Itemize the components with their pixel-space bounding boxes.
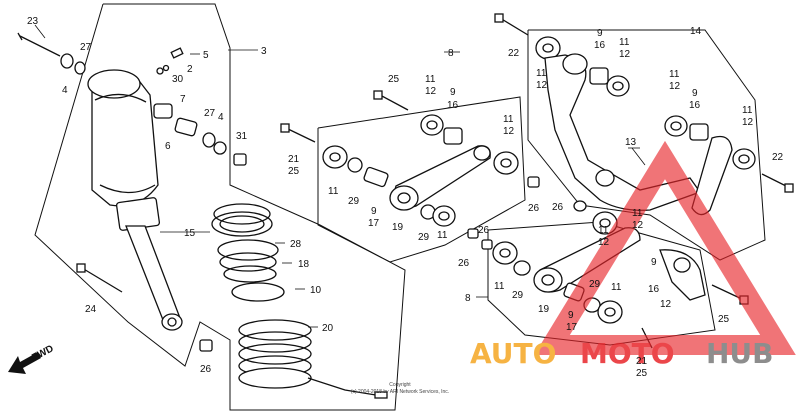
callout-11-i: 11 bbox=[632, 208, 643, 219]
callout-15: 15 bbox=[184, 228, 196, 239]
callout-11: 11 bbox=[425, 74, 436, 85]
watermark-logo: AUTO MOTO HUB bbox=[470, 140, 796, 370]
callout-16-c: 16 bbox=[689, 100, 701, 111]
callout-3: 3 bbox=[261, 46, 267, 57]
callout-labels: 23 27 4 5 2 30 3 7 27 4 6 31 15 28 18 10… bbox=[27, 16, 784, 379]
callout-4: 4 bbox=[62, 85, 68, 96]
callout-5: 5 bbox=[203, 50, 209, 61]
callout-16-b: 16 bbox=[594, 40, 606, 51]
callout-4-b: 4 bbox=[218, 112, 224, 123]
callout-12-g: 12 bbox=[632, 220, 644, 231]
callout-19: 19 bbox=[392, 222, 404, 233]
callout-26-e: 26 bbox=[458, 258, 470, 269]
upper-link-parts bbox=[280, 90, 540, 227]
callout-20: 20 bbox=[322, 323, 334, 334]
group-frame-upper-link bbox=[317, 96, 526, 263]
callout-22: 22 bbox=[508, 48, 520, 59]
shock-spring-assembly bbox=[211, 203, 285, 302]
callout-6: 6 bbox=[165, 141, 171, 152]
callout-29-c: 29 bbox=[512, 290, 524, 301]
forward-arrow: FWD bbox=[8, 343, 56, 374]
callout-25-b: 25 bbox=[288, 166, 300, 177]
callout-26-c: 26 bbox=[552, 202, 564, 213]
callout-8-b: 8 bbox=[465, 293, 471, 304]
callout-11-h: 11 bbox=[742, 105, 753, 116]
callout-9-d: 9 bbox=[692, 88, 698, 99]
callout-27-b: 27 bbox=[204, 108, 216, 119]
callout-11-e: 11 bbox=[536, 68, 547, 79]
watermark-text-auto: AUTO bbox=[470, 337, 556, 370]
callout-8: 8 bbox=[448, 48, 454, 59]
callout-14: 14 bbox=[690, 26, 702, 37]
callout-12-c: 12 bbox=[536, 80, 548, 91]
group-frame-shock bbox=[34, 3, 406, 411]
callout-11-j: 11 bbox=[598, 225, 609, 236]
callout-16: 16 bbox=[447, 100, 459, 111]
callout-30: 30 bbox=[172, 74, 184, 85]
shock-absorber bbox=[87, 69, 183, 331]
callout-10: 10 bbox=[310, 285, 322, 296]
callout-26: 26 bbox=[200, 364, 212, 375]
callout-21-b: 21 bbox=[636, 356, 648, 367]
callout-28: 28 bbox=[290, 239, 302, 250]
copyright-line-1: Copyright bbox=[389, 382, 411, 388]
watermark-text-hub: HUB bbox=[706, 337, 774, 370]
callout-9-b: 9 bbox=[371, 206, 377, 217]
callout-12-f: 12 bbox=[742, 117, 754, 128]
callout-7: 7 bbox=[180, 94, 186, 105]
arm-parts bbox=[494, 13, 794, 216]
callout-25: 25 bbox=[388, 74, 400, 85]
main-coil-spring bbox=[238, 319, 388, 399]
callout-11-b: 11 bbox=[503, 114, 514, 125]
callout-17-b: 17 bbox=[566, 322, 578, 333]
shock-hardware bbox=[17, 32, 247, 352]
callout-11-k: 11 bbox=[494, 281, 505, 292]
callout-16-d: 16 bbox=[648, 284, 660, 295]
callout-12-b: 12 bbox=[503, 126, 515, 137]
callout-9-f: 9 bbox=[568, 310, 574, 321]
callout-19-b: 19 bbox=[538, 304, 550, 315]
callout-27: 27 bbox=[80, 42, 92, 53]
callout-11-c: 11 bbox=[328, 186, 339, 197]
callout-11-f: 11 bbox=[619, 37, 630, 48]
callout-11-l: 11 bbox=[611, 282, 622, 293]
copyright-line-2: (c) 2004-2018 by ARI Network Services, I… bbox=[351, 389, 449, 395]
callout-9: 9 bbox=[450, 87, 456, 98]
callout-12-d: 12 bbox=[619, 49, 631, 60]
callout-12-i: 12 bbox=[660, 299, 672, 310]
callout-11-d: 11 bbox=[437, 230, 448, 241]
callout-31: 31 bbox=[236, 131, 248, 142]
callout-11-g: 11 bbox=[669, 69, 680, 80]
callout-9-e: 9 bbox=[651, 257, 657, 268]
callout-22-b: 22 bbox=[772, 152, 784, 163]
callout-12-e: 12 bbox=[669, 81, 681, 92]
watermark-text-moto: MOTO bbox=[580, 337, 675, 370]
leader-lines bbox=[34, 24, 705, 328]
callout-2: 2 bbox=[187, 64, 193, 75]
fwd-label: FWD bbox=[30, 343, 55, 363]
callout-25-d: 25 bbox=[636, 368, 648, 379]
callout-25-c: 25 bbox=[718, 314, 730, 325]
callout-9-c: 9 bbox=[597, 28, 603, 39]
callout-26-b: 26 bbox=[528, 203, 540, 214]
callout-12-h: 12 bbox=[598, 237, 610, 248]
callout-17: 17 bbox=[368, 218, 380, 229]
callout-23: 23 bbox=[27, 16, 39, 27]
callout-24: 24 bbox=[85, 304, 97, 315]
callout-29: 29 bbox=[348, 196, 360, 207]
callout-18: 18 bbox=[298, 259, 310, 270]
callout-29-b: 29 bbox=[418, 232, 430, 243]
callout-26-d: 26 bbox=[478, 225, 490, 236]
callout-21: 21 bbox=[288, 154, 300, 165]
callout-13: 13 bbox=[625, 137, 637, 148]
callout-29-d: 29 bbox=[589, 279, 601, 290]
callout-12: 12 bbox=[425, 86, 437, 97]
copyright-notice: Copyright (c) 2004-2018 by ARI Network S… bbox=[351, 382, 449, 395]
